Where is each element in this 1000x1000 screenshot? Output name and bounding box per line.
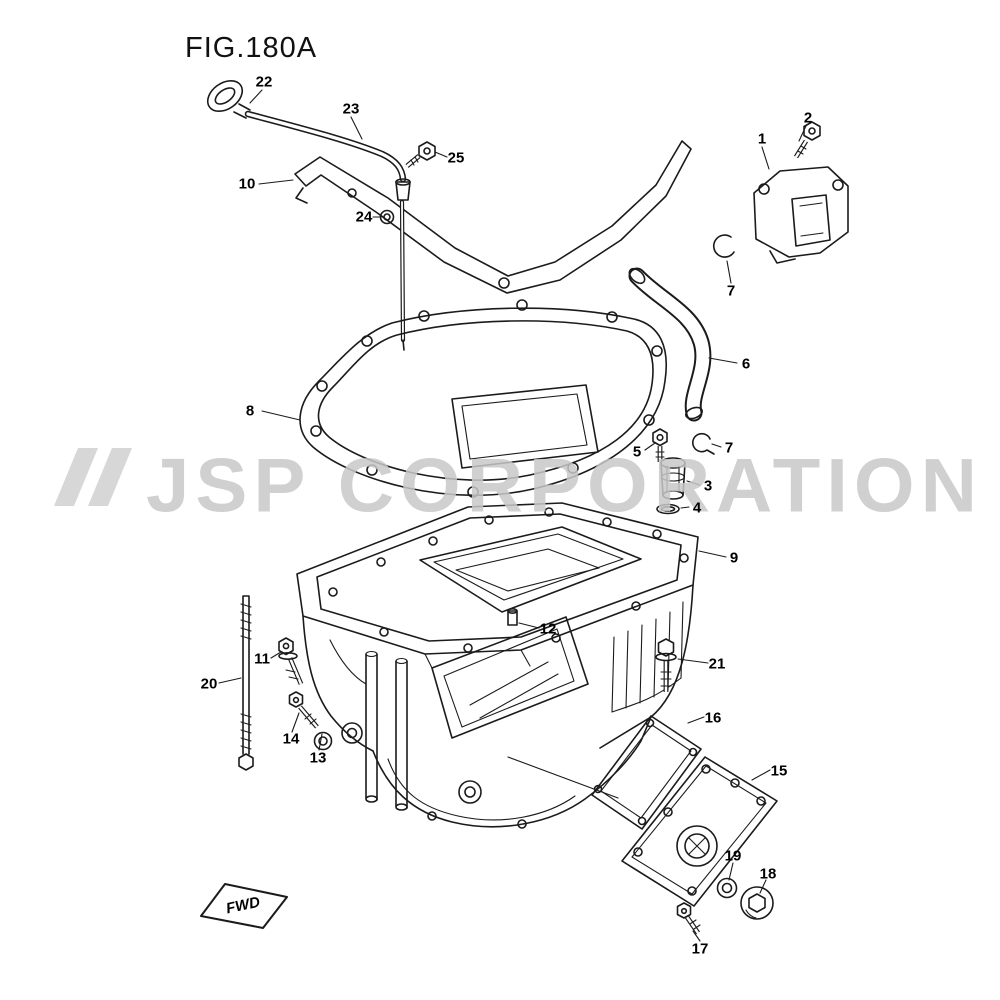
part-label-18: 18 xyxy=(759,865,777,883)
clip-part-7-lower xyxy=(691,432,715,455)
part-label-5: 5 xyxy=(632,443,642,461)
part-label-4: 4 xyxy=(692,499,702,517)
part-label-7-lower: 7 xyxy=(724,439,734,457)
bolt-part-14 xyxy=(288,691,319,729)
bolt-part-17 xyxy=(676,902,701,935)
bolt-part-12 xyxy=(507,607,518,626)
part-label-9: 9 xyxy=(729,549,739,567)
cover-part-15 xyxy=(621,756,778,907)
gasket-part-8 xyxy=(299,299,667,498)
bolt-part-5 xyxy=(652,428,668,462)
part-label-25: 25 xyxy=(447,149,465,167)
part-label-10: 10 xyxy=(238,175,256,193)
hose-part-6 xyxy=(628,267,712,422)
clip-part-7-upper xyxy=(712,234,735,258)
plug-part-18 xyxy=(740,886,774,920)
part-label-22: 22 xyxy=(255,73,273,91)
part-label-24: 24 xyxy=(355,208,373,226)
washer-part-19 xyxy=(716,877,738,899)
bracket-part-10 xyxy=(294,140,692,294)
leader-lines xyxy=(218,89,807,942)
figure-title: FIG.180A xyxy=(185,32,318,64)
part-label-15: 15 xyxy=(770,762,788,780)
engine-holder-part-1 xyxy=(753,166,849,264)
part-label-3: 3 xyxy=(703,477,713,495)
stud-part-20 xyxy=(238,595,254,771)
part-label-2: 2 xyxy=(803,109,813,127)
part-label-11: 11 xyxy=(254,650,270,668)
part-label-21: 21 xyxy=(708,655,726,673)
washer-part-13 xyxy=(313,731,333,751)
bolt-part-25 xyxy=(405,141,436,168)
part-label-7-upper: 7 xyxy=(726,282,736,300)
fwd-flag xyxy=(200,883,288,929)
part-label-20: 20 xyxy=(200,675,218,693)
oil-pan-part-9 xyxy=(296,502,699,829)
bolt-part-11 xyxy=(278,637,304,685)
part-label-23: 23 xyxy=(342,100,360,118)
dipstick-parts-22-23 xyxy=(206,79,411,351)
bolt-part-2 xyxy=(793,121,821,159)
part-label-13: 13 xyxy=(309,749,327,767)
gasket-part-16 xyxy=(591,715,702,830)
bolt-part-21 xyxy=(655,638,677,692)
part-label-16: 16 xyxy=(704,709,722,727)
union-part-3 xyxy=(660,457,686,500)
part-label-1: 1 xyxy=(757,130,767,148)
part-label-6: 6 xyxy=(741,355,751,373)
part-label-14: 14 xyxy=(282,730,300,748)
oring-part-4 xyxy=(656,503,680,515)
part-label-19: 19 xyxy=(724,847,742,865)
part-label-17: 17 xyxy=(691,940,709,958)
part-label-8: 8 xyxy=(245,402,255,420)
part-label-12: 12 xyxy=(539,620,557,638)
